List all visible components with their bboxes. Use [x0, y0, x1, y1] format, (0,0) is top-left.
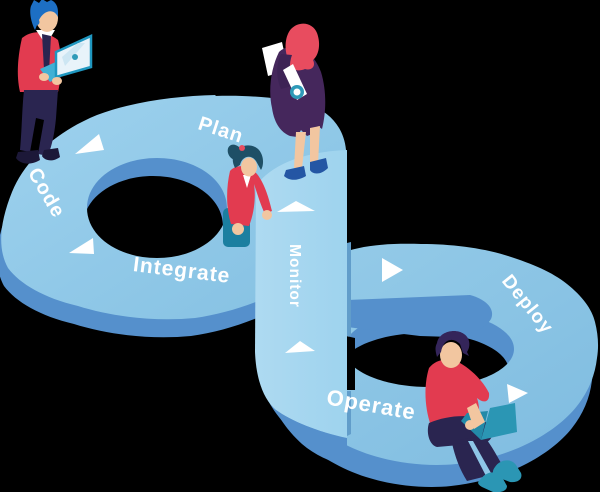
svg-text:Monitor: Monitor [286, 244, 303, 308]
